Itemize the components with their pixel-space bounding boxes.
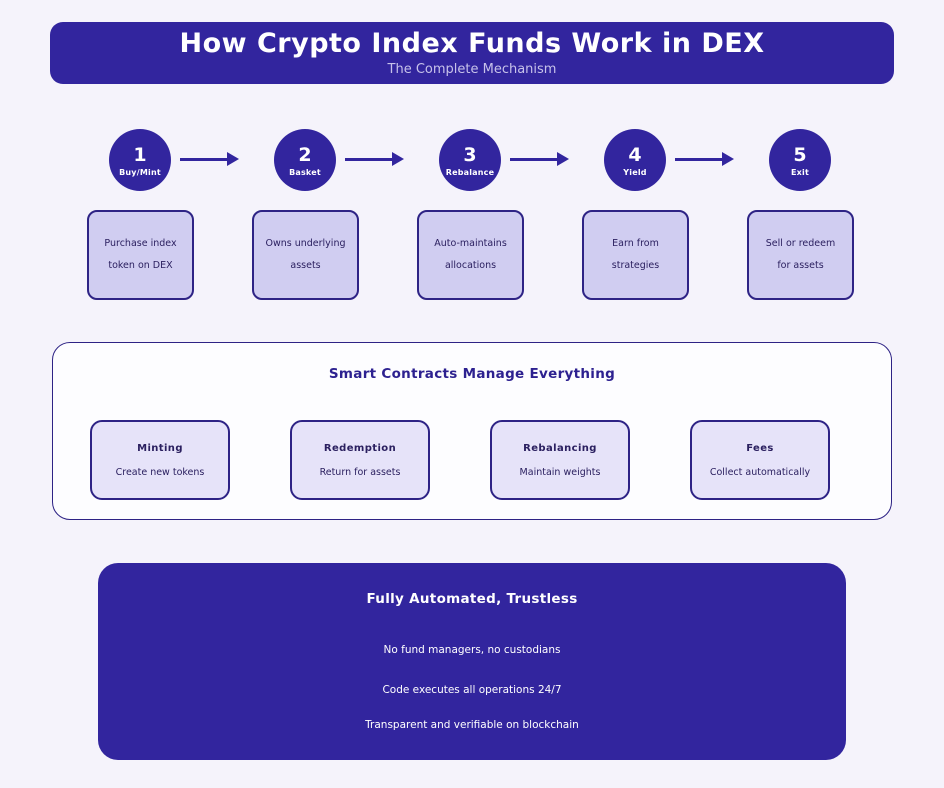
step-label: Basket xyxy=(289,168,321,177)
step-number: 5 xyxy=(793,144,807,166)
function-subtitle: Return for assets xyxy=(319,466,401,478)
function-title: Minting xyxy=(137,442,183,454)
flow-arrow-icon xyxy=(675,153,734,165)
description-line: for assets xyxy=(777,260,824,271)
step-number: 2 xyxy=(298,144,312,166)
step-description-rebalance: Auto-maintains allocations xyxy=(417,210,524,300)
step-number: 4 xyxy=(628,144,642,166)
function-box-fees: Fees Collect automatically xyxy=(690,420,830,500)
flow-arrow-icon xyxy=(180,153,239,165)
function-box-redemption: Redemption Return for assets xyxy=(290,420,430,500)
step-circle-exit: 5 Exit xyxy=(769,129,831,191)
step-description-buy-mint: Purchase index token on DEX xyxy=(87,210,194,300)
summary-point: Transparent and verifiable on blockchain xyxy=(365,719,579,731)
description-line: Earn from xyxy=(612,238,659,249)
step-description-yield: Earn from strategies xyxy=(582,210,689,300)
step-circle-buy-mint: 1 Buy/Mint xyxy=(109,129,171,191)
description-line: Sell or redeem xyxy=(765,238,836,249)
function-box-rebalancing: Rebalancing Maintain weights xyxy=(490,420,630,500)
function-title: Rebalancing xyxy=(523,442,597,454)
flow-arrow-icon xyxy=(345,153,404,165)
step-number: 3 xyxy=(463,144,477,166)
function-subtitle: Create new tokens xyxy=(115,466,205,478)
step-number: 1 xyxy=(133,144,147,166)
smart-contracts-title: Smart Contracts Manage Everything xyxy=(328,366,616,382)
step-circle-yield: 4 Yield xyxy=(604,129,666,191)
summary-point: Code executes all operations 24/7 xyxy=(382,684,562,696)
description-line: assets xyxy=(290,260,321,271)
step-label: Yield xyxy=(623,168,647,177)
step-circle-rebalance: 3 Rebalance xyxy=(439,129,501,191)
step-description-exit: Sell or redeem for assets xyxy=(747,210,854,300)
summary-panel: Fully Automated, Trustless No fund manag… xyxy=(98,563,846,760)
function-title: Fees xyxy=(746,442,774,454)
flow-arrow-icon xyxy=(510,153,569,165)
page-subtitle: The Complete Mechanism xyxy=(387,62,557,77)
description-line: token on DEX xyxy=(108,260,173,271)
step-label: Buy/Mint xyxy=(119,168,161,177)
step-circle-basket: 2 Basket xyxy=(274,129,336,191)
function-subtitle: Maintain weights xyxy=(519,466,601,478)
page-title: How Crypto Index Funds Work in DEX xyxy=(179,28,765,59)
function-subtitle: Collect automatically xyxy=(709,466,811,478)
function-title: Redemption xyxy=(323,442,397,454)
step-description-basket: Owns underlying assets xyxy=(252,210,359,300)
step-label: Exit xyxy=(791,168,809,177)
description-line: Owns underlying xyxy=(265,238,346,249)
description-line: allocations xyxy=(444,260,497,271)
function-box-minting: Minting Create new tokens xyxy=(90,420,230,500)
description-line: Purchase index xyxy=(104,238,177,249)
description-line: Auto-maintains xyxy=(434,238,507,249)
step-label: Rebalance xyxy=(445,168,495,177)
summary-point: No fund managers, no custodians xyxy=(383,644,561,656)
summary-title: Fully Automated, Trustless xyxy=(366,591,578,607)
description-line: strategies xyxy=(611,260,660,271)
header-banner: How Crypto Index Funds Work in DEX The C… xyxy=(50,22,894,84)
